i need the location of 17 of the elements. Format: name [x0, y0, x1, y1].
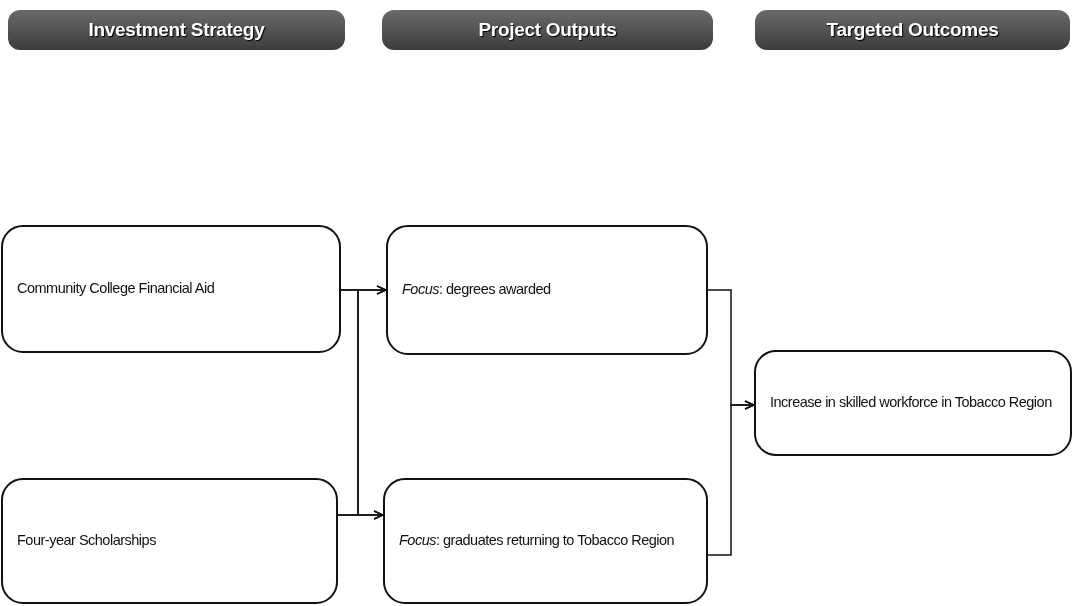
connector-arrow — [707, 400, 755, 556]
column-header — [382, 10, 713, 50]
process-box — [383, 478, 708, 604]
box-text: Focus: degrees awarded — [402, 280, 551, 300]
process-box — [386, 225, 708, 355]
column-header — [8, 10, 345, 50]
box-text: Project Outputs — [478, 19, 617, 41]
process-box — [1, 478, 338, 604]
box-text: Increase in skilled workforce in Tobacco Region — [770, 393, 1052, 413]
process-box — [754, 350, 1072, 456]
box-text: Focus: graduates returning to Tobacco Region — [399, 531, 675, 551]
box-text: Four-year Scholarships — [17, 531, 156, 551]
box-text: Investment Strategy — [88, 19, 265, 41]
box-text: Targeted Outcomes — [826, 19, 999, 41]
box-text: Community College Financial Aid — [17, 279, 215, 299]
column-header — [755, 10, 1070, 50]
process-box — [1, 225, 341, 353]
